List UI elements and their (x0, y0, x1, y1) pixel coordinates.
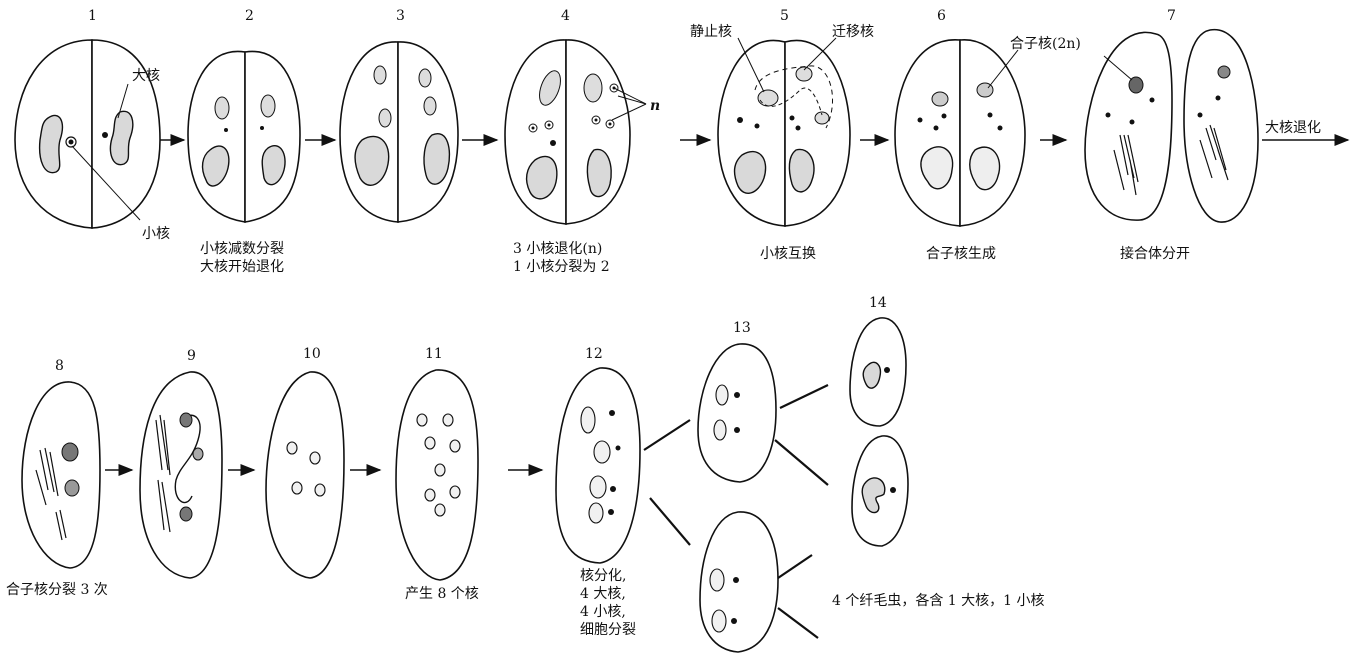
caption-4b: 1 小核分裂为 2 (513, 259, 610, 275)
macronucleus-left (38, 114, 64, 174)
line-13-14b (774, 439, 829, 486)
caption-6: 合子核生成 (926, 246, 996, 262)
label-migratory: 迁移核 (832, 24, 874, 40)
stage-7-cells (1084, 29, 1259, 223)
line-12-13b (649, 497, 691, 546)
stage-number-12: 12 (585, 346, 603, 362)
stage-3-cells (339, 41, 459, 223)
stage-8-cell (21, 381, 101, 569)
stage-number-1: 1 (88, 8, 97, 24)
caption-4a: 3 小核退化(n) (513, 241, 602, 257)
stage-number-14: 14 (869, 295, 887, 311)
caption-12a: 核分化, (580, 568, 626, 584)
caption-2a: 小核减数分裂 (200, 241, 284, 257)
stage-11-cell (395, 369, 479, 581)
stage-number-8: 8 (55, 358, 64, 374)
line-13-14c (777, 554, 813, 579)
caption-11: 产生 8 个核 (405, 586, 479, 602)
caption-5: 小核互换 (760, 245, 816, 262)
stage-6-cells (894, 39, 1026, 227)
label-n: n (650, 98, 660, 114)
stage-number-7: 7 (1167, 8, 1176, 24)
stage-number-4: 4 (561, 8, 570, 24)
stage-13-lower (699, 511, 779, 653)
stage-number-10: 10 (303, 346, 321, 362)
macronucleus-right (109, 110, 134, 166)
label-micronucleus: 小核 (142, 226, 170, 242)
caption-8: 合子核分裂 3 次 (6, 582, 108, 598)
stage-13-upper (697, 343, 777, 483)
stage-1-cells (14, 39, 161, 229)
line-12-13a (643, 419, 691, 451)
stage-14-upper (849, 317, 907, 427)
stage-12-cell (555, 367, 641, 564)
caption-14: 4 个纤毛虫，各含 1 大核，1 小核 (832, 593, 1045, 609)
stage-number-5: 5 (780, 8, 789, 24)
stage-9-cell (139, 371, 223, 579)
stage-4-cells (504, 39, 647, 225)
label-macronucleus: 大核 (132, 68, 160, 84)
label-zygote: 合子核(2n) (1010, 36, 1081, 52)
caption-12c: 4 小核, (580, 604, 626, 620)
stage-number-2: 2 (245, 8, 254, 24)
stage-number-3: 3 (396, 8, 405, 24)
label-stationary: 静止核 (690, 24, 732, 40)
stage-10-cell (265, 371, 345, 579)
label-macro-degenerate: 大核退化 (1265, 120, 1321, 136)
stage-5-cells (717, 37, 851, 227)
stage-number-11: 11 (425, 346, 443, 362)
caption-12d: 细胞分裂 (580, 622, 636, 638)
stage-14-lower (851, 435, 909, 547)
caption-7: 接合体分开 (1120, 245, 1190, 262)
caption-2b: 大核开始退化 (200, 259, 284, 275)
stage-number-13: 13 (733, 320, 751, 336)
stage-number-9: 9 (187, 348, 196, 364)
caption-12b: 4 大核, (580, 586, 626, 602)
line-13-14a (779, 384, 829, 409)
stage-2-cells (187, 50, 301, 223)
line-13-14d (777, 607, 819, 639)
stage-number-6: 6 (937, 8, 946, 24)
